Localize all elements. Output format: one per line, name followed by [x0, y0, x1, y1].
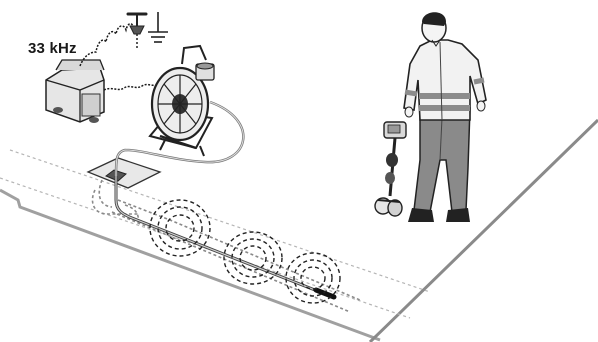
cable-reel: [150, 46, 214, 156]
sonde-cable: [116, 176, 334, 297]
operator-person: [404, 12, 486, 222]
ground-symbol-icon: [148, 12, 168, 42]
transmitter-box: [46, 60, 104, 123]
frequency-label: 33 kHz: [28, 40, 77, 57]
earth-stake-clamp-icon: [128, 14, 146, 48]
ground-surface: [0, 120, 598, 342]
access-plate: [88, 158, 160, 188]
transmitter-to-reel-lead: [104, 84, 160, 90]
locator-device: [375, 122, 406, 216]
